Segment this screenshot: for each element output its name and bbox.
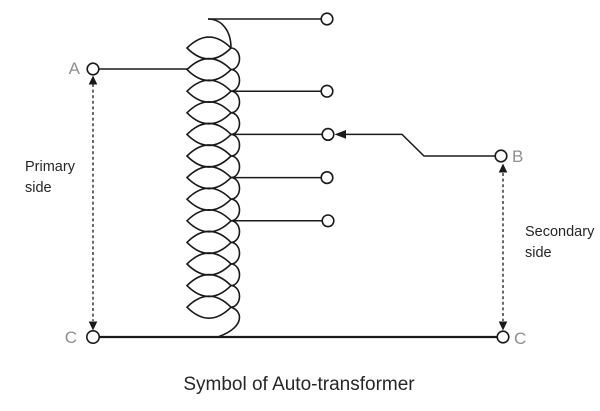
- tap-terminal-1: [320, 12, 334, 26]
- tap-terminal-2: [320, 84, 334, 98]
- terminal-c-right-circle: [496, 330, 510, 344]
- secondary-span-arrow-down: [498, 321, 508, 331]
- primary-side-label-line1: Primary: [25, 159, 76, 175]
- terminal-c-left-circle: [86, 329, 101, 344]
- label-a: A: [69, 59, 81, 78]
- winding-coil-arcs: [230, 47, 241, 308]
- primary-side-label-line2: side: [25, 180, 52, 196]
- secondary-side-label-line1: Secondary: [525, 224, 595, 240]
- winding-coil-loops: [185, 36, 233, 319]
- diagram-caption: Symbol of Auto-transformer: [183, 374, 415, 395]
- label-c-left: C: [65, 328, 77, 347]
- wiper-lead: [345, 133, 495, 157]
- secondary-span-arrow-up: [498, 163, 508, 173]
- winding-top-lead: [207, 18, 232, 49]
- primary-span-arrow-up: [88, 75, 98, 85]
- tap-terminal-3: [321, 127, 335, 141]
- tap-terminal-5: [321, 214, 335, 228]
- secondary-side-label-line2: side: [525, 245, 552, 261]
- terminal-b-circle: [494, 149, 508, 163]
- terminal-a-circle: [86, 62, 100, 76]
- primary-span-arrow-down: [88, 321, 98, 331]
- label-c-right: C: [514, 329, 526, 348]
- tap-terminal-4: [320, 171, 334, 185]
- label-b: B: [512, 147, 523, 166]
- winding-bottom-lead: [218, 306, 241, 338]
- wiper-arrowhead: [334, 130, 346, 139]
